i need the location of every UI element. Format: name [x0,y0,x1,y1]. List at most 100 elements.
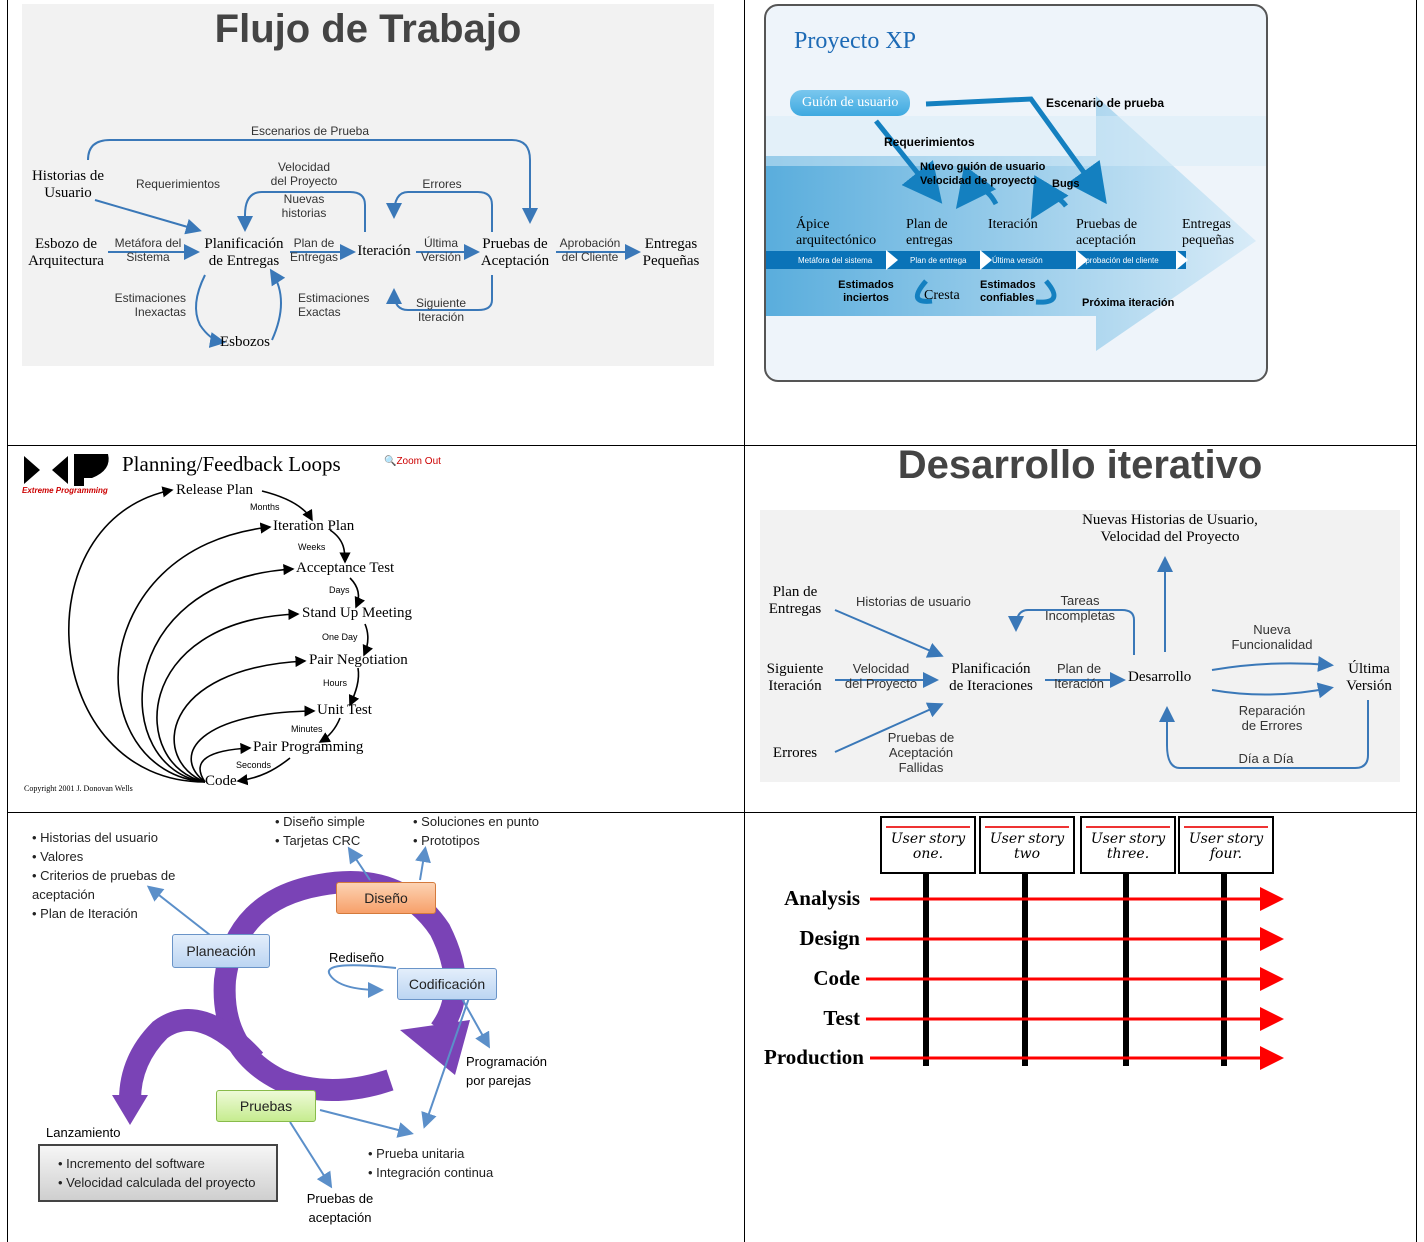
panel1-title: Flujo de Trabajo [214,7,522,51]
node-iteracion: Iteración [357,243,411,259]
label-escenarios: Escenarios de Prueba [250,124,370,138]
box-codificacion: Codificación [397,968,497,1000]
label-velocidad-proyecto: Velocidad del Proyecto [844,661,918,691]
panel4-background [760,510,1400,782]
node-esbozos: Esbozos [220,334,270,350]
label-velocidad-xp: Velocidad de proyecto [920,175,1037,187]
grid-row2 [7,812,1417,813]
bullets-soluciones: • Soluciones en punto • Prototipos [413,814,539,848]
panel-proyecto-xp: Proyecto XP Guión de usuario Escenario d… [764,4,1268,382]
story-card-three: User story three. [1080,816,1176,874]
node-desarrollo: Desarrollo [1128,669,1192,685]
bullets-planeacion: • Historias del usuario • Valores • Crit… [32,830,176,921]
zoom-out-link[interactable]: 🔍Zoom Out [384,456,441,467]
label-requerimientos: Requerimientos [135,177,221,191]
xp-logo: Extreme Programming [22,450,112,496]
label-nueva-func: Nueva Funcionalidad [1231,622,1313,652]
node-guion: Guión de usuario [790,90,911,117]
node-siguiente: Siguiente Iteración [766,661,824,695]
panel3-title: Planning/Feedback Loops [122,452,341,476]
node-esbozo: Esbozo de Arquitectura [28,236,104,270]
loop-unit-test: Unit Test [317,702,372,718]
node-pruebas: Pruebas de Aceptación [480,236,550,270]
node-historias: Historias de Usuario [31,168,105,202]
loop-stand-up: Stand Up Meeting [302,605,412,621]
story-card-one: User story one. [880,816,976,874]
node-entregas-xp: Entregas pequeñas [1182,217,1235,249]
bullets-diseno: • Diseño simple • Tarjetas CRC [275,814,365,848]
band-metafora: Metáfora del sistema [798,256,873,265]
box-lanzamiento: • Incremento del software • Velocidad ca… [38,1144,278,1202]
phase-production: Production [764,1045,864,1069]
label-rediseno: Rediseño [329,950,384,965]
span-one-day: One Day [322,632,358,642]
loop-acceptance-test: Acceptance Test [296,560,395,576]
span-days: Days [329,585,350,595]
loop-code: Code [205,773,237,789]
grid-mid [744,0,745,1242]
label-nuevas: Nuevas historias [281,192,327,220]
panel2-graphics [766,96,1266,351]
span-months: Months [250,502,280,512]
label-nuevo-guion: Nuevo guión de usuario [920,161,1046,173]
loop-iteration-plan: Iteration Plan [273,518,355,534]
panel1-background [22,4,714,366]
band-plan-entrega: Plan de entrega [910,256,967,265]
phase-code: Code [813,966,860,990]
label-escenario: Escenario de prueba [1046,96,1165,110]
story-card-two: User story two [979,816,1075,874]
label-proxima: Próxima iteración [1082,297,1175,309]
label-dia-a-dia: Día a Día [1238,751,1294,766]
label-aprobacion: Aprobación del Cliente [559,236,621,264]
label-tareas: Tareas Incompletas [1044,593,1116,623]
node-ultima: Última Versión [1346,661,1392,695]
label-estim-exactas: Estimaciones Exactas [298,291,370,319]
label-confiables: Estimados confiables [980,279,1036,304]
label-velocidad: Velocidad del Proyecto [270,160,338,188]
node-errores: Errores [772,745,818,761]
node-planificacion: Planificación de Entregas [204,236,284,270]
label-inciertos: Estimados inciertos [838,279,894,304]
phase-test: Test [823,1006,860,1030]
label-historias-usuario: Historias de usuario [856,594,971,609]
loop-pair-programming: Pair Programming [253,739,364,755]
label-ultima: Última Versión [420,236,462,264]
loop-pair-negotiation: Pair Negotiation [309,652,408,668]
node-planificacion-iter: Planificación de Iteraciones [949,661,1033,695]
grid-right [1416,0,1417,1242]
box-diseno: Diseño [336,882,436,914]
label-bugs: Bugs [1052,178,1080,190]
node-plan-entregas: Plan de Entregas [768,584,822,618]
label-pruebas-fallidas: Pruebas de Aceptación Fallidas [887,730,955,775]
node-pruebas-xp: Pruebas de aceptación [1076,217,1138,249]
label-pruebas-acept: Pruebas de aceptación [306,1191,374,1225]
label-metafora: Metáfora del Sistema [114,236,182,264]
label-plan-iteracion: Plan de Iteración [1054,661,1104,691]
copyright: Copyright 2001 J. Donovan Wells [24,784,133,793]
span-seconds: Seconds [236,760,272,770]
panel2-title: Proyecto XP [794,28,916,54]
label-errores: Errores [422,177,462,191]
span-minutes: Minutes [291,724,323,734]
label-reparacion: Reparación de Errores [1238,703,1306,733]
label-cresta: Cresta [924,288,960,303]
node-iteracion-xp: Iteración [988,217,1038,232]
panel4-title: Desarrollo iterativo [897,443,1263,487]
phase-design: Design [799,926,860,950]
band-aprobacion: Aprobación del cliente [1080,256,1159,265]
node-plan-xp: Plan de entregas [906,217,953,249]
box-pruebas: Pruebas [216,1090,316,1122]
label-requerimientos-xp: Requerimientos [884,135,975,149]
label-plan-entregas: Plan de Entregas [289,236,339,264]
label-estim-inexactas: Estimaciones Inexactas [114,291,186,319]
band-ultima: Última versión [992,256,1043,265]
label-lanzamiento: Lanzamiento [46,1125,121,1140]
label-siguiente: Siguiente Iteración [415,296,467,324]
phase-analysis: Analysis [784,886,860,910]
loop-release-plan: Release Plan [176,482,254,498]
